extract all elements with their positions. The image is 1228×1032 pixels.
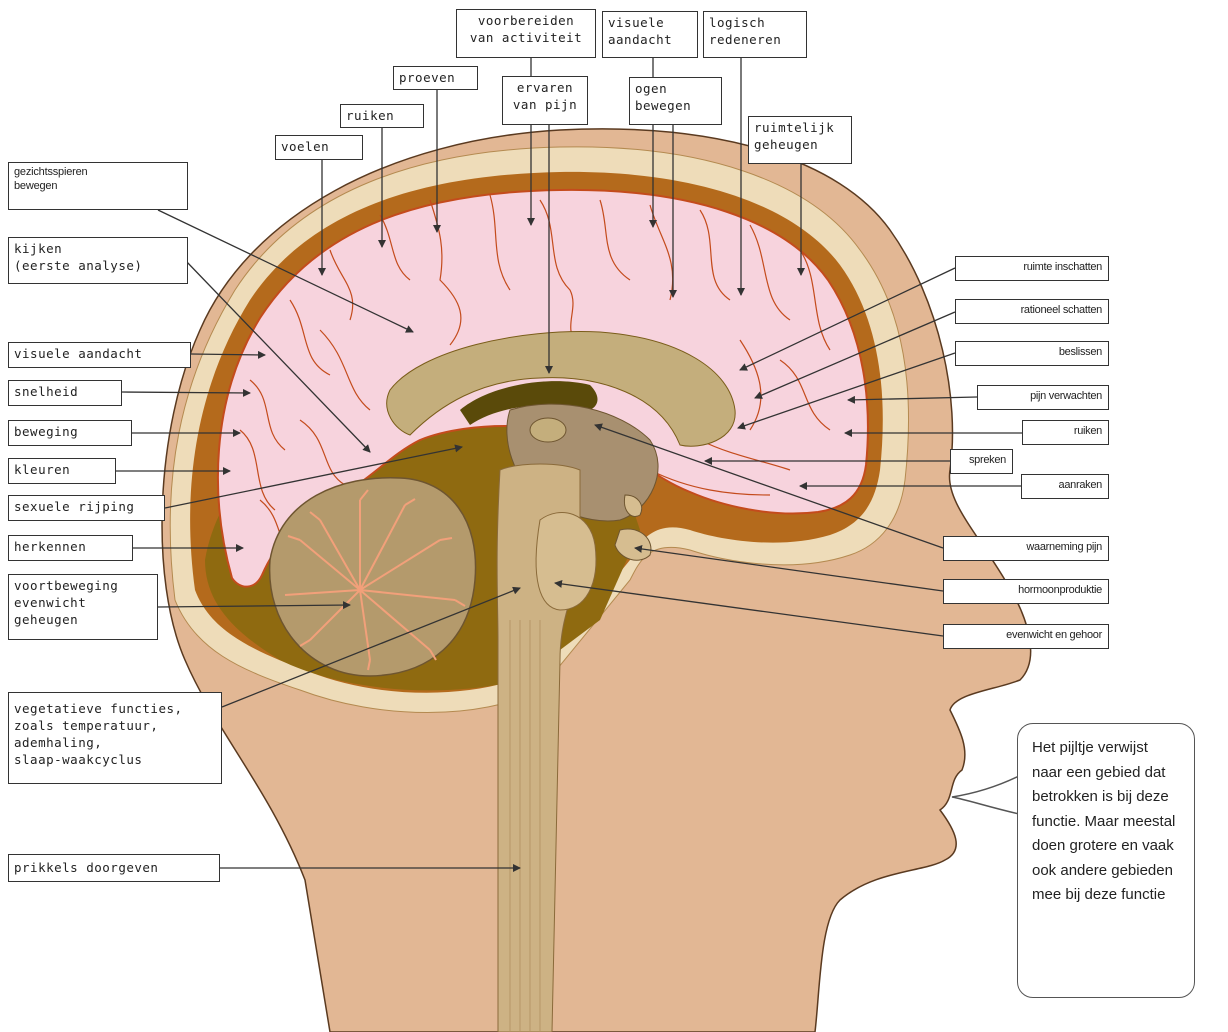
label-evenwicht-en-gehoor: evenwicht en gehoor bbox=[943, 624, 1109, 649]
label-logisch-redeneren: logisch redeneren bbox=[703, 11, 807, 58]
label-proeven: proeven bbox=[393, 66, 478, 90]
label-hormoonproduktie: hormoonproduktie bbox=[943, 579, 1109, 604]
label-vegetatieve-functies: vegetatieve functies, zoals temperatuur,… bbox=[8, 692, 222, 784]
note-bubble: Het pijltje verwijst naar een gebied dat… bbox=[1017, 723, 1195, 998]
label-ruimtelijk-geheugen: ruimtelijk geheugen bbox=[748, 116, 852, 164]
pons bbox=[536, 512, 596, 610]
label-waarneming-pijn: waarneming pijn bbox=[943, 536, 1109, 561]
label-rationeel-schatten: rationeel schatten bbox=[955, 299, 1109, 324]
label-visuele-aandacht: visuele aandacht bbox=[8, 342, 191, 368]
pineal bbox=[530, 418, 566, 442]
label-beslissen: beslissen bbox=[955, 341, 1109, 366]
label-sexuele-rijping: sexuele rijping bbox=[8, 495, 165, 521]
label-gezichtsspieren-bewegen: gezichtsspieren bewegen bbox=[8, 162, 188, 210]
label-ruiken: ruiken bbox=[1022, 420, 1109, 445]
label-aanraken: aanraken bbox=[1021, 474, 1109, 499]
label-ruiken-top: ruiken bbox=[340, 104, 424, 128]
label-beweging: beweging bbox=[8, 420, 132, 446]
label-voortbeweging: voortbeweging evenwicht geheugen bbox=[8, 574, 158, 640]
label-voorbereiden-van-activiteit: voorbereiden van activiteit bbox=[456, 9, 596, 58]
label-herkennen: herkennen bbox=[8, 535, 133, 561]
label-ervaren-van-pijn: ervaren van pijn bbox=[502, 76, 588, 125]
label-ogen-bewegen: ogen bewegen bbox=[629, 77, 722, 125]
note-tail bbox=[952, 776, 1019, 814]
label-voelen: voelen bbox=[275, 135, 363, 160]
label-visuele-aandacht-top: visuele aandacht bbox=[602, 11, 698, 58]
label-ruimte-inschatten: ruimte inschatten bbox=[955, 256, 1109, 281]
label-kleuren: kleuren bbox=[8, 458, 116, 484]
label-spreken: spreken bbox=[950, 449, 1013, 474]
label-kijken: kijken (eerste analyse) bbox=[8, 237, 188, 284]
label-snelheid: snelheid bbox=[8, 380, 122, 406]
label-prikkels-doorgeven: prikkels doorgeven bbox=[8, 854, 220, 882]
label-pijn-verwachten: pijn verwachten bbox=[977, 385, 1109, 410]
